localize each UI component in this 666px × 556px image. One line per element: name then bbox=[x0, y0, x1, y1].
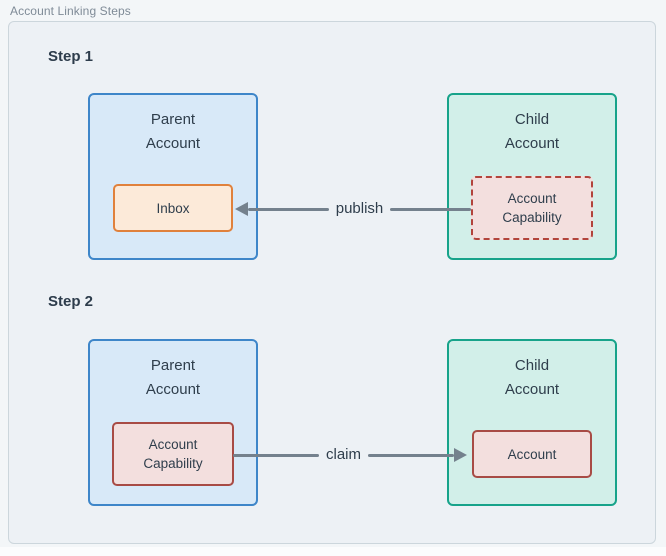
inbox-box: Inbox bbox=[113, 184, 233, 232]
arrow-line bbox=[248, 207, 329, 211]
account-label: Account bbox=[507, 446, 557, 462]
claim-arrow: claim bbox=[233, 446, 468, 463]
child-account-title: Child Account bbox=[504, 111, 560, 152]
arrowhead-right-icon bbox=[454, 448, 468, 462]
account-capability-label: Account Capability bbox=[143, 437, 203, 471]
arrow-line bbox=[368, 453, 455, 457]
account-box: Account bbox=[472, 430, 592, 478]
step-1-heading: Step 1 bbox=[48, 48, 94, 65]
diagram-panel: Step 1 Parent Account Inbox Child Accoun… bbox=[8, 21, 656, 544]
publish-arrow-label: publish bbox=[335, 200, 384, 217]
account-capability-solid-box: Account Capability bbox=[112, 422, 234, 486]
step-2-child-account-box: Child Account Account bbox=[447, 339, 617, 506]
figure-caption: Account Linking Steps bbox=[10, 4, 131, 18]
inbox-label: Inbox bbox=[156, 200, 190, 216]
arrow-line bbox=[390, 207, 472, 211]
step-2-parent-account-box: Parent Account Account Capability bbox=[88, 339, 258, 506]
account-capability-label: Account Capability bbox=[502, 191, 562, 225]
claim-arrow-label: claim bbox=[326, 446, 362, 463]
parent-account-title: Parent Account bbox=[145, 357, 201, 398]
account-capability-dashed-box: Account Capability bbox=[471, 176, 593, 240]
arrowhead-left-icon bbox=[235, 202, 248, 216]
child-account-title: Child Account bbox=[504, 357, 560, 398]
parent-account-title: Parent Account bbox=[145, 111, 201, 152]
step-1-child-account-box: Child Account Account Capability bbox=[447, 93, 617, 260]
arrow-line bbox=[233, 453, 319, 457]
step-2-heading: Step 2 bbox=[48, 293, 94, 310]
step-1-parent-account-box: Parent Account Inbox bbox=[88, 93, 258, 260]
publish-arrow: publish bbox=[235, 200, 472, 217]
